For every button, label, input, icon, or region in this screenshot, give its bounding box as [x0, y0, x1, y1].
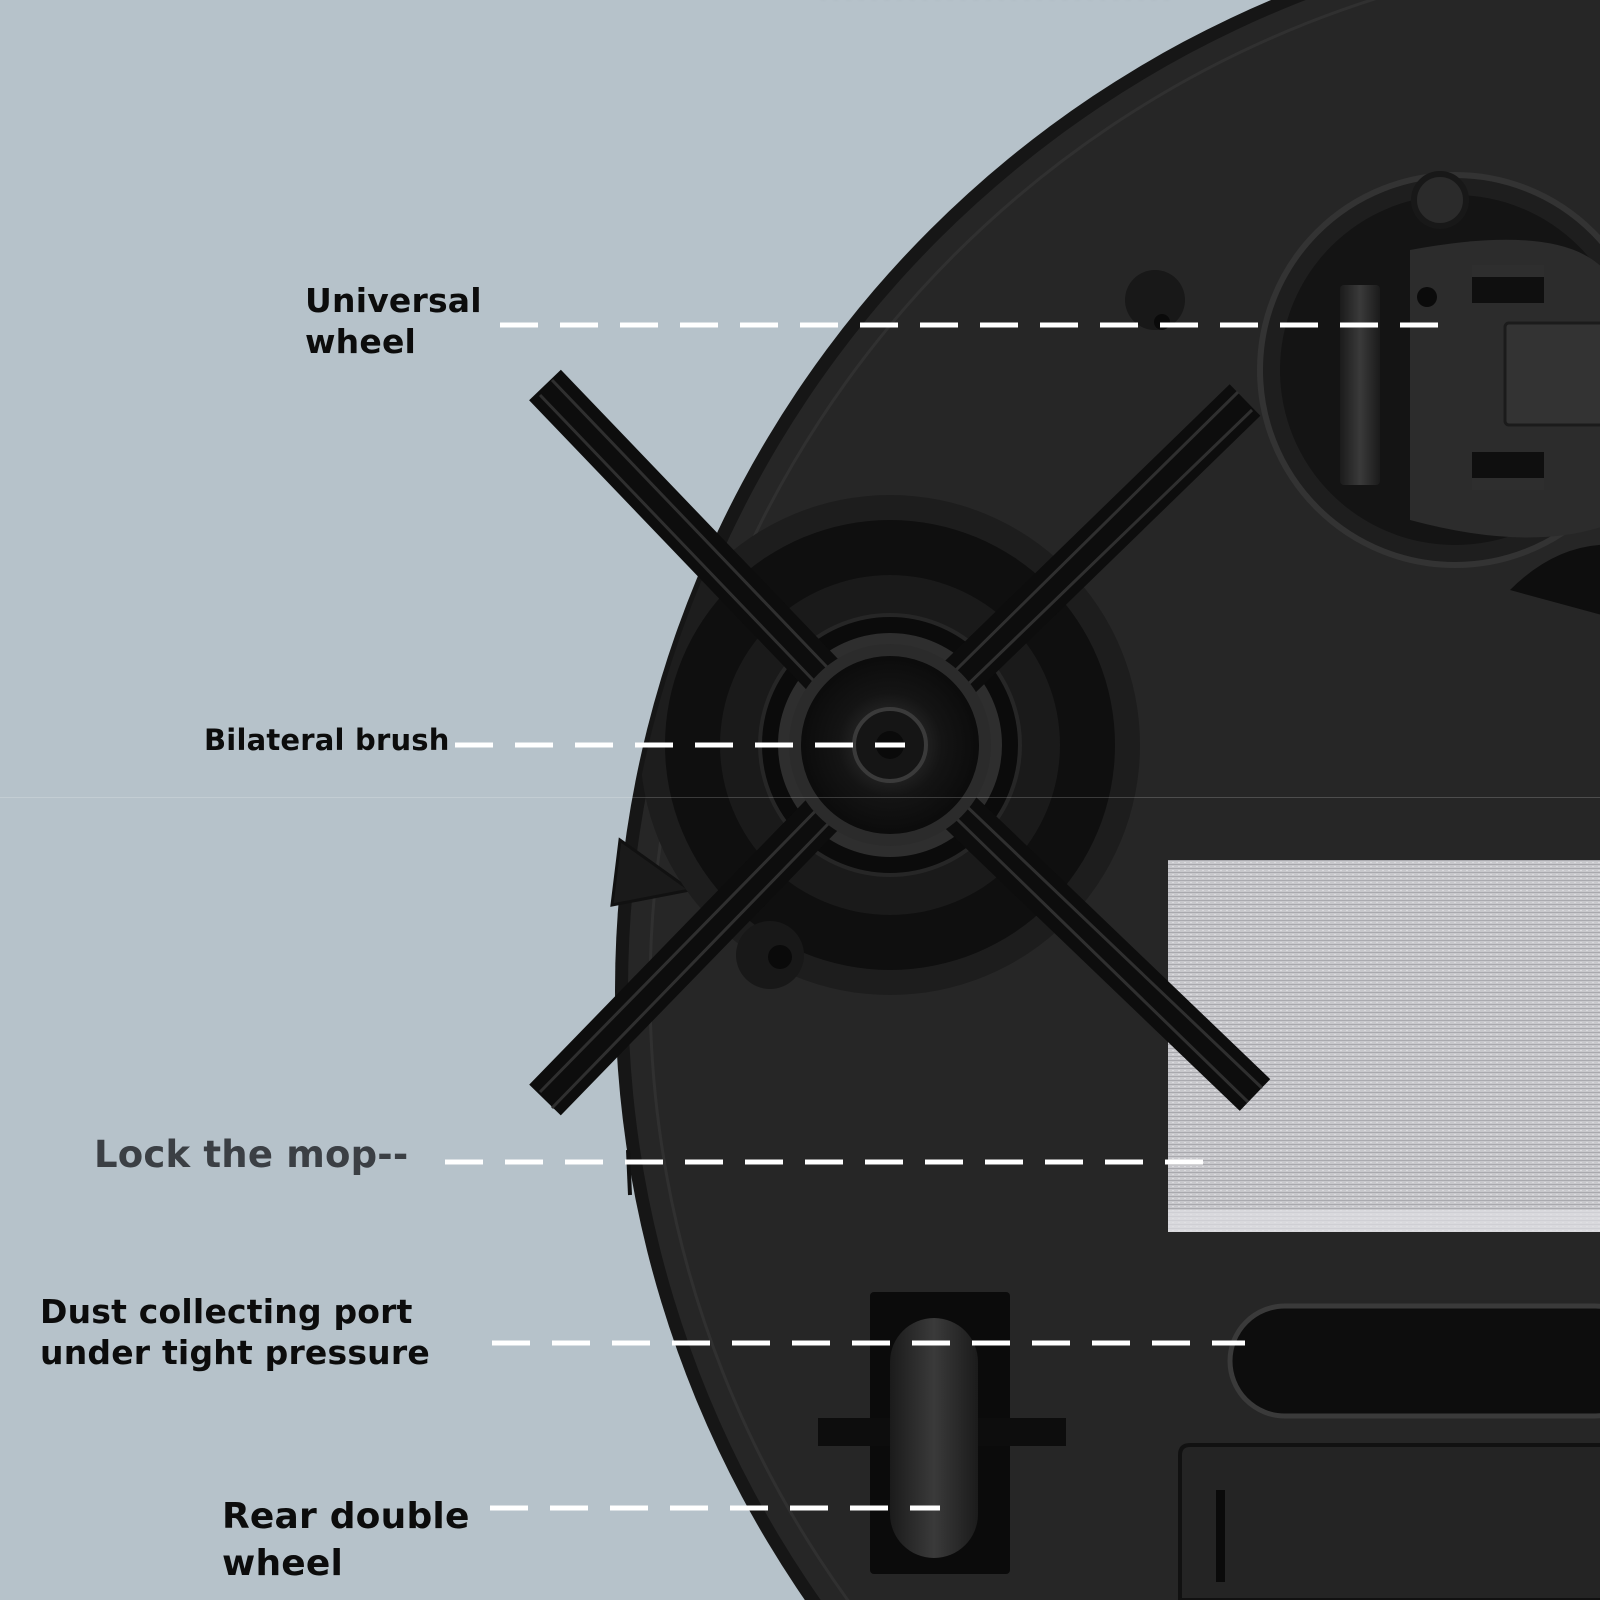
mop-pad [1168, 860, 1600, 1232]
cropped-top-caption: · · · · · · · · · · · · · · · · · · · · … [820, 0, 1600, 6]
side-brush-arms [529, 369, 1271, 1116]
dust-collecting-port [1227, 1303, 1600, 1419]
image-seam [0, 797, 1600, 798]
label-rear-double-wheel: Rear double wheel [222, 1496, 470, 1584]
universal-wheel-assembly [1257, 171, 1600, 620]
screw-hole [1125, 270, 1185, 330]
label-lock-the-mop: Lock the mop-- [94, 1133, 409, 1176]
leader-lines [445, 322, 1455, 1511]
rear-wheel [818, 1292, 1066, 1574]
label-dust-collecting-port: Dust collecting port under tight pressur… [40, 1292, 430, 1373]
label-universal-wheel: Universal wheel [305, 281, 482, 362]
label-bilateral-brush: Bilateral brush [204, 723, 450, 757]
